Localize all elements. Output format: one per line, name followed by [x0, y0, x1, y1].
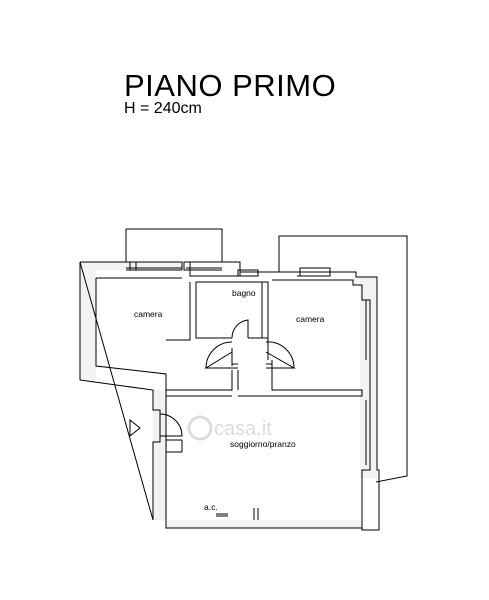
height-note: H = 240cm — [124, 100, 202, 117]
room-label-bagno: bagno — [232, 288, 256, 298]
wall-hatching — [80, 262, 377, 528]
casa-it-watermark: casa.it — [187, 415, 272, 441]
watermark-logo-icon — [187, 415, 213, 441]
balcony-left — [125, 228, 223, 262]
entrance-arrow — [129, 418, 141, 438]
partition-walls — [165, 282, 363, 397]
room-label-camera-left: camera — [134, 309, 163, 319]
door-swing-camera-right — [265, 341, 296, 369]
door-swing-entrance — [159, 413, 183, 437]
terrace-right — [278, 235, 408, 483]
watermark-text: casa.it — [214, 418, 272, 440]
door-swing-bagno — [231, 319, 249, 339]
exterior-wall-inner — [95, 277, 371, 520]
room-label-soggiorno: soggiorno/pranzo — [230, 439, 296, 449]
plan-title: PIANO PRIMO — [124, 68, 337, 103]
exterior-wall-outer — [79, 261, 380, 531]
door-swing-camera-left — [204, 341, 233, 369]
room-label-ac: a.c. — [204, 502, 218, 512]
room-label-camera-right: camera — [296, 314, 325, 324]
bagno-walls — [189, 270, 269, 339]
